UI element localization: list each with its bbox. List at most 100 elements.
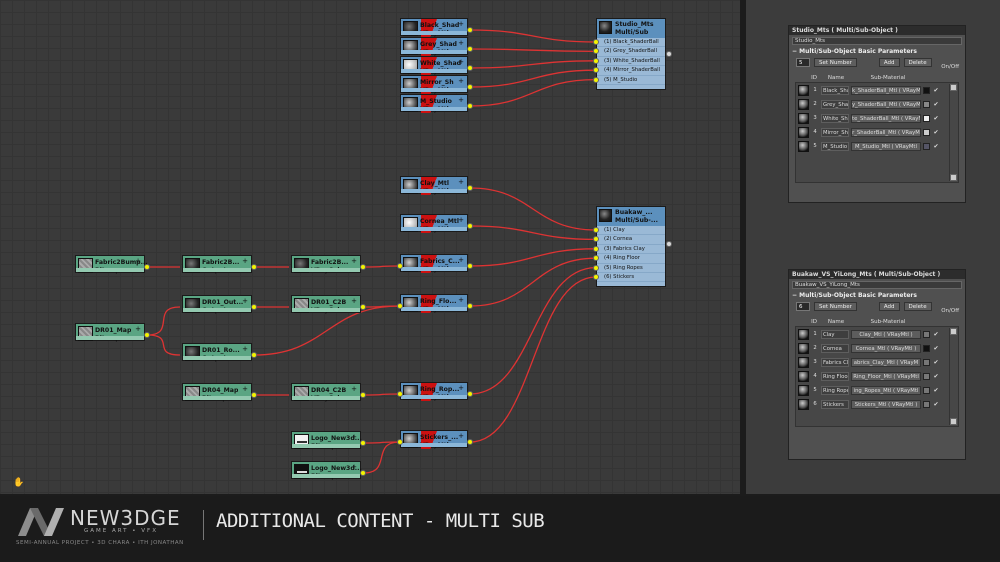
buakaw-slot-in-port[interactable]	[593, 255, 599, 262]
map-out-port[interactable]	[360, 304, 366, 310]
wire[interactable]	[362, 441, 401, 474]
wire[interactable]	[469, 29, 597, 43]
map-out-port[interactable]	[144, 264, 150, 270]
studio-panel-rollout-header[interactable]: − Multi/Sub-Object Basic Parameters	[792, 48, 917, 55]
buakaw-mtl-node[interactable]: Cornea_MtlVRayMtl+	[400, 214, 468, 233]
map-node-dr04-map-expand-icon[interactable]: +	[242, 385, 248, 393]
map-node-logo1[interactable]: Logo_New3d...Bitmap+	[291, 431, 362, 450]
sub-material-row[interactable]: 3 Fabrics Cla abrics_Clay_Mtl ( VRayM ✔	[796, 355, 958, 369]
studio-mtl-node[interactable]: Black_ShadVRayMtl+	[400, 18, 468, 37]
row-sub-material-button[interactable]: te_ShaderBall_Mtl ( VRayM	[851, 113, 921, 123]
map-node-dr04-c2b[interactable]: DR04_C2BVRayColo...+	[291, 383, 361, 402]
material-swatch[interactable]	[798, 370, 809, 382]
scroll-down-icon[interactable]	[950, 174, 957, 181]
sub-material-row[interactable]: 4 Mirror_Sha r_ShaderBall_Mtl ( VRayM ✔	[796, 125, 958, 139]
studio-slot-in-port[interactable]	[593, 67, 599, 74]
map-out-port[interactable]	[144, 332, 150, 338]
row-sub-material-button[interactable]: abrics_Clay_Mtl ( VRayM	[851, 357, 921, 367]
col-id[interactable]: ID	[811, 75, 817, 81]
map-out-port[interactable]	[360, 440, 366, 446]
buakaw-mtl-out-port[interactable]	[467, 439, 473, 445]
row-color-swatch[interactable]	[923, 142, 930, 150]
wire[interactable]	[469, 78, 597, 107]
studio-panel-set-number-button[interactable]: Set Number	[814, 58, 857, 67]
studio-mtl-node[interactable]: White_ShadVRayMtl+	[400, 56, 468, 75]
studio-multisub-node-slot[interactable]: (3) White_ShaderBall	[597, 57, 665, 67]
row-name-field[interactable]: Grey_Shad	[821, 99, 849, 109]
buakaw-multisub-node[interactable]: Buakaw_...Multi/Sub-...(1) Clay(2) Corne…	[596, 206, 666, 288]
row-sub-material-button[interactable]: Stickers_Mtl ( VRayMtl )	[851, 399, 921, 409]
buakaw-panel-count-field[interactable]: 6	[796, 302, 810, 311]
buakaw-slot-in-port[interactable]	[593, 274, 599, 280]
mtl-in-port[interactable]	[397, 263, 403, 269]
studio-multisub-node-slot[interactable]: (4) Mirror_ShaderBall	[597, 66, 665, 76]
wire[interactable]	[146, 306, 181, 336]
buakaw-mtl-out-port[interactable]	[467, 263, 473, 269]
map-out-port[interactable]	[251, 264, 257, 270]
row-sub-material-button[interactable]: ing_Ropes_Mtl ( VRayMtl	[851, 385, 921, 395]
mtl-in-port[interactable]	[397, 391, 403, 397]
row-name-field[interactable]: M_Studio	[821, 141, 849, 151]
buakaw-panel-delete-button[interactable]: Delete	[903, 302, 932, 311]
row-sub-material-button[interactable]: Cornea_Mtl ( VRayMtl )	[851, 343, 921, 353]
buakaw-panel-title[interactable]: Buakaw_VS_YiLong_Mts ( Multi/Sub-Object …	[789, 270, 965, 279]
map-node-dr04-map[interactable]: DR04_MapBitmap+	[182, 383, 252, 402]
studio-mtl-out-port[interactable]	[467, 46, 473, 52]
row-name-field[interactable]: Ring Floor	[821, 371, 849, 381]
row-on-checkbox-icon[interactable]: ✔	[933, 114, 939, 122]
studio-panel-add-button[interactable]: Add	[878, 58, 900, 67]
material-swatch[interactable]	[798, 140, 809, 152]
row-sub-material-button[interactable]: Ring_Floor_Mtl ( VRayMtl	[851, 371, 921, 381]
buakaw-panel-list-scrollbar[interactable]	[949, 328, 957, 425]
col-name[interactable]: Name	[827, 319, 845, 325]
row-color-swatch[interactable]	[923, 114, 930, 122]
row-on-checkbox-icon[interactable]: ✔	[933, 142, 939, 150]
buakaw-mtl-node-expand-icon[interactable]: +	[458, 178, 464, 186]
row-color-swatch[interactable]	[923, 358, 930, 366]
material-swatch[interactable]	[798, 112, 809, 124]
row-color-swatch[interactable]	[923, 372, 930, 380]
sub-material-row[interactable]: 6 Stickers Stickers_Mtl ( VRayMtl ) ✔	[796, 397, 958, 411]
buakaw-slot-in-port[interactable]	[593, 236, 599, 243]
material-swatch[interactable]	[798, 356, 809, 368]
buakaw-mtl-out-port[interactable]	[467, 391, 473, 397]
material-swatch[interactable]	[798, 384, 809, 396]
row-name-field[interactable]: White_Sha	[821, 113, 849, 123]
studio-slot-in-port[interactable]	[593, 39, 599, 45]
col-id[interactable]: ID	[811, 319, 817, 325]
col-sub-material[interactable]: Sub-Material	[870, 319, 906, 325]
buakaw-mtl-out-port[interactable]	[467, 303, 473, 309]
buakaw-multisub-node-slot[interactable]: (3) Fabrics Clay	[597, 245, 665, 255]
map-node-dr01-ro[interactable]: DR01_Ro...Output+	[182, 343, 252, 362]
row-sub-material-button[interactable]: M_Studio_Mtl ( VRayMtl	[851, 141, 921, 151]
wire[interactable]	[469, 69, 597, 88]
buakaw-mtl-out-port[interactable]	[467, 185, 473, 191]
studio-mtl-node-expand-icon[interactable]: +	[458, 20, 464, 28]
row-color-swatch[interactable]	[923, 330, 930, 338]
buakaw-panel-set-number-button[interactable]: Set Number	[814, 302, 857, 311]
row-on-checkbox-icon[interactable]: ✔	[933, 128, 939, 136]
row-sub-material-button[interactable]: r_ShaderBall_Mtl ( VRayM	[851, 127, 921, 137]
map-node-fabric-bump-expand-icon[interactable]: +	[135, 257, 141, 265]
row-color-swatch[interactable]	[923, 86, 930, 94]
wire[interactable]	[362, 393, 401, 396]
studio-mtl-node[interactable]: Mirror_ShVRayMtl+	[400, 75, 468, 94]
row-on-checkbox-icon[interactable]: ✔	[933, 344, 939, 352]
studio-panel-delete-button[interactable]: Delete	[903, 58, 932, 67]
studio-mtl-out-port[interactable]	[467, 65, 473, 71]
wire[interactable]	[469, 276, 597, 443]
map-out-port[interactable]	[251, 304, 257, 310]
studio-mtl-node-expand-icon[interactable]: +	[458, 39, 464, 47]
studio-panel-count-field[interactable]: 5	[796, 58, 810, 67]
studio-mtl-out-port[interactable]	[467, 84, 473, 90]
map-node-dr01-c2b[interactable]: DR01_C2BVRayColo...+	[291, 295, 361, 314]
row-name-field[interactable]: Ring Ropes	[821, 385, 849, 395]
buakaw-multisub-out-port[interactable]	[666, 241, 672, 247]
buakaw-mtl-node[interactable]: Clay_MtlVRayMtl+	[400, 176, 468, 195]
wire[interactable]	[146, 334, 181, 356]
row-on-checkbox-icon[interactable]: ✔	[933, 386, 939, 394]
row-name-field[interactable]: Black_Shad	[821, 85, 849, 95]
scroll-up-icon[interactable]	[950, 84, 957, 91]
row-name-field[interactable]: Mirror_Sha	[821, 127, 849, 137]
buakaw-mtl-node-expand-icon[interactable]: +	[458, 296, 464, 304]
